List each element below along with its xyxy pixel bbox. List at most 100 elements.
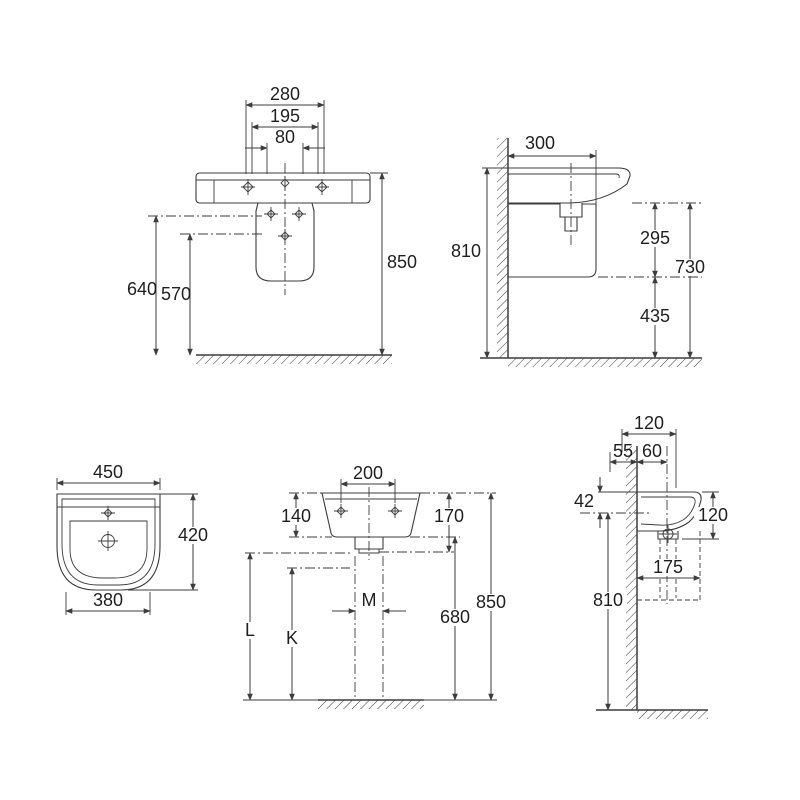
dim-label-mask [694, 507, 732, 524]
dimension-280: 280 [245, 84, 325, 174]
dim-label-mask [436, 609, 474, 626]
dim-label-380: 380 [93, 590, 123, 610]
dim-label-80: 80 [275, 127, 295, 147]
basin-side-profile [637, 491, 702, 540]
dim-label-450: 450 [93, 462, 123, 482]
dim-label-140: 140 [281, 506, 311, 526]
wall-section [497, 138, 509, 358]
basin-front-profile [321, 492, 421, 538]
hidden-trap-lines [637, 531, 701, 601]
dimension-420: 420 [128, 493, 212, 591]
dim-label-435: 435 [640, 306, 670, 326]
tap-hole-symbol [280, 176, 290, 190]
dim-label-mask [277, 508, 315, 525]
side-installation-view: 300 810 295 435 730 [451, 133, 709, 367]
fixing-hole-symbol [315, 179, 329, 195]
dim-label-200: 200 [353, 463, 383, 483]
basin-front-outline [195, 172, 371, 204]
dimension-435: 435 [636, 276, 674, 359]
dim-label-810: 810 [593, 590, 623, 610]
dimension-L: L [238, 552, 350, 701]
bowl-outline [69, 520, 148, 579]
dim-label-mask [671, 259, 709, 276]
dimension-850: 850 [472, 492, 510, 701]
floor-hatch [243, 699, 497, 709]
dim-label-mask [174, 527, 212, 544]
dim-label-810: 810 [451, 241, 481, 261]
overflow-hole-symbol [101, 506, 115, 520]
floor-hatch [596, 709, 708, 719]
dimension-120-front: 120 [682, 491, 732, 540]
dim-label-mask [636, 230, 674, 247]
dimension-55: 55 [609, 441, 638, 472]
dim-label-280: 280 [270, 84, 300, 104]
basin-outline [56, 493, 161, 591]
dim-label-175: 175 [653, 557, 683, 577]
dimension-80: 80 [245, 127, 325, 174]
dimension-810: 810 [451, 167, 508, 359]
dim-label-42: 42 [574, 491, 594, 511]
dim-label-L: L [245, 620, 255, 640]
dimension-42: 42 [574, 477, 650, 528]
dim-label-mask [238, 622, 262, 639]
dim-label-60: 60 [642, 441, 662, 461]
dim-label-640: 640 [127, 279, 157, 299]
dimension-120-top: 120 [621, 413, 677, 488]
dim-label-680: 680 [440, 607, 470, 627]
dim-label-mask [472, 594, 510, 611]
dim-label-mask [280, 630, 304, 647]
dim-label-850: 850 [476, 592, 506, 612]
dim-label-300: 300 [525, 133, 555, 153]
basin-front-view: 450 420 380 [56, 462, 212, 615]
dimension-175: 175 [636, 557, 701, 581]
dim-label-mask [649, 559, 687, 576]
dim-label-420: 420 [178, 525, 208, 545]
dimension-170: 170 [379, 492, 496, 553]
dim-label-M: M [362, 590, 377, 610]
dimension-200: 200 [340, 463, 396, 503]
front-connections-view: 200 140 170 M 680 850 [238, 463, 510, 709]
dimension-140: 140 [277, 492, 332, 538]
dimension-380: 380 [65, 590, 151, 615]
wall-section [626, 446, 638, 710]
dim-label-K: K [286, 628, 298, 648]
dimension-680: 680 [410, 536, 474, 701]
dimension-300: 300 [507, 133, 597, 206]
dim-label-295: 295 [640, 228, 670, 248]
dimension-850: 850 [370, 172, 417, 356]
dimension-640: 640 [127, 215, 262, 356]
dim-label-170: 170 [434, 506, 464, 526]
dimension-570: 570 [161, 233, 262, 356]
dimension-K: K [280, 567, 350, 701]
dim-label-mask [589, 592, 627, 609]
basin-side-profile [508, 163, 631, 245]
dim-label-55: 55 [613, 441, 633, 461]
semi-pedestal-outline [255, 202, 315, 282]
fixing-hole-symbol [241, 179, 255, 195]
fixing-hole-symbol [388, 504, 402, 518]
dimension-295: 295 [636, 202, 674, 278]
dim-label-120-top: 120 [634, 413, 664, 433]
floor-hatch [196, 354, 392, 364]
semi-pedestal-side-profile [508, 203, 597, 278]
side-connections-view: 120 55 60 42 [574, 413, 732, 719]
mounting-hole-symbol [278, 229, 292, 243]
dim-label-730: 730 [675, 257, 705, 277]
dimension-810: 810 [589, 512, 627, 711]
dimension-195: 195 [251, 106, 319, 174]
fixing-hole-symbol [334, 504, 348, 518]
dim-label-195: 195 [270, 106, 300, 126]
dim-label-570: 570 [161, 284, 191, 304]
drain-hole-symbol [659, 525, 677, 543]
dim-label-mask [430, 508, 468, 525]
floor-hatch [480, 357, 702, 367]
dim-label-120-front: 120 [698, 505, 728, 525]
dimension-450: 450 [56, 462, 161, 490]
dim-label-mask [636, 308, 674, 325]
mounting-hole-symbol [292, 207, 306, 221]
front-installation-view: 280 195 80 640 570 850 [127, 84, 417, 364]
dimension-60: 60 [636, 441, 668, 465]
dimension-730: 730 [671, 202, 709, 359]
